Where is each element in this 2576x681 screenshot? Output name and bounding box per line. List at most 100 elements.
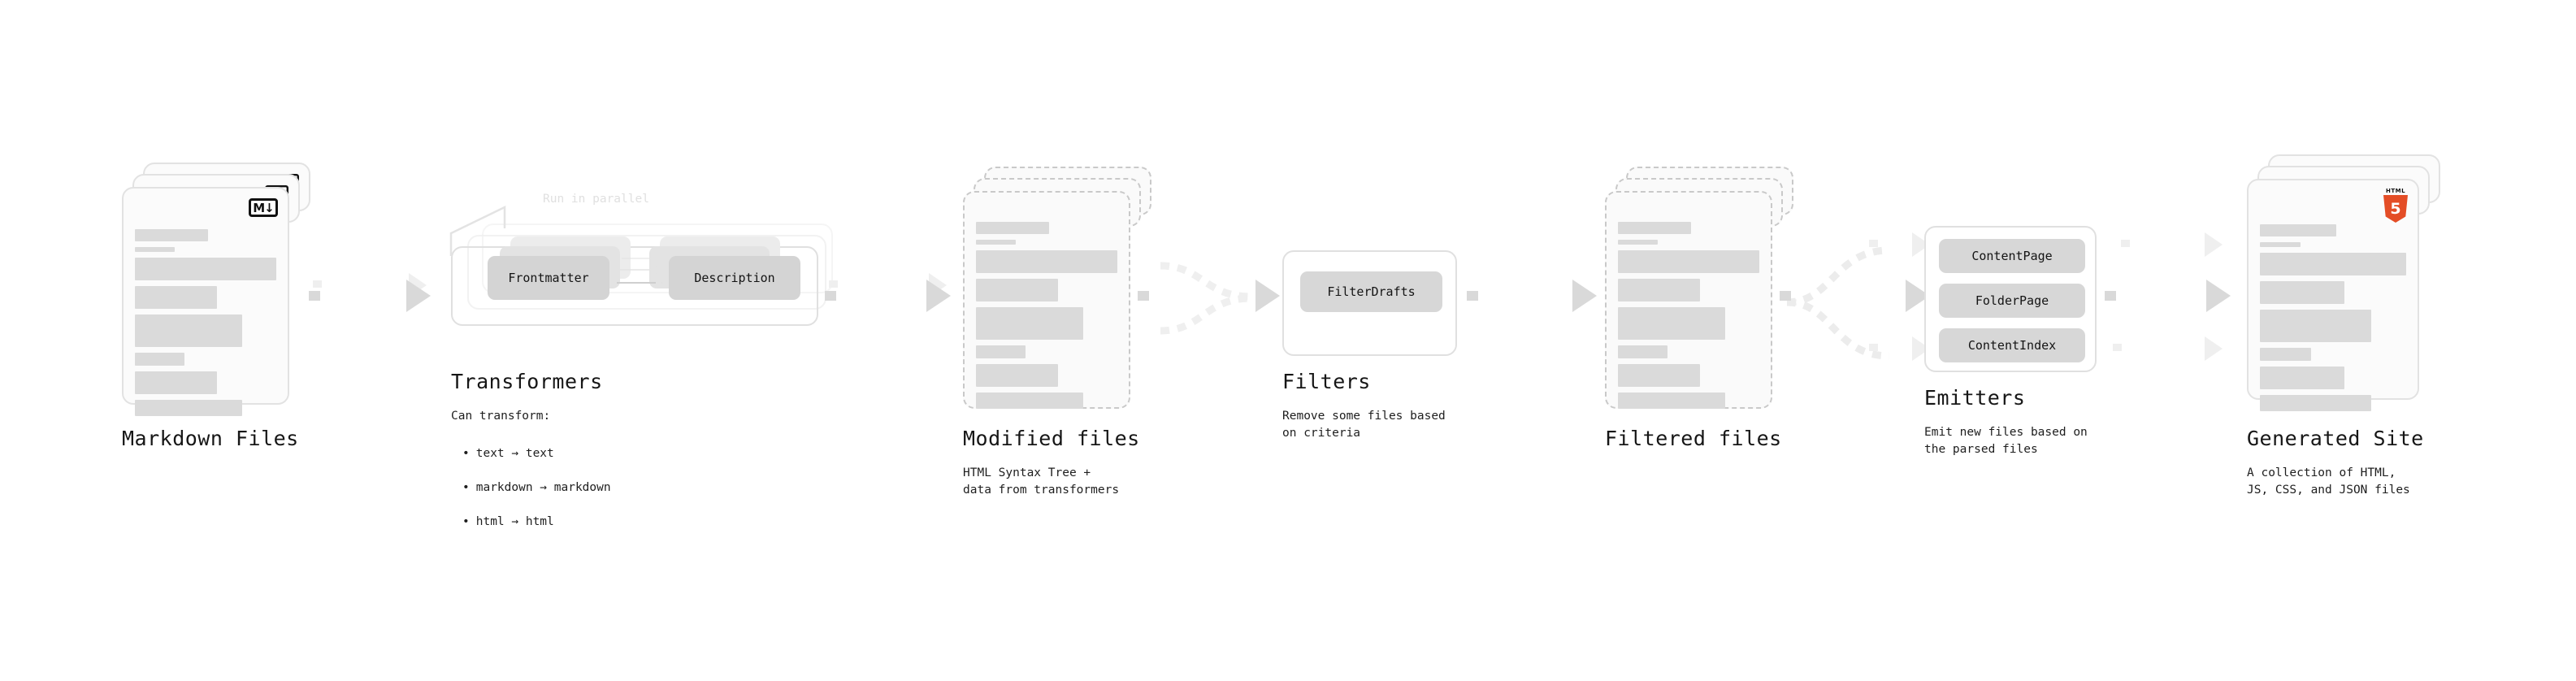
- pill-label: ContentIndex: [1967, 338, 2057, 353]
- stage-modified-files: [963, 167, 1151, 410]
- html5-icon: HTML 5: [2383, 188, 2408, 223]
- doc-bar: [1618, 345, 1667, 358]
- transformer-connector-arrow: [619, 266, 663, 274]
- doc-bar: [135, 314, 243, 347]
- flow-arrow: [2105, 280, 2231, 312]
- doc-bar: [2260, 281, 2345, 304]
- stage-title: Modified files: [963, 427, 1140, 450]
- document-placeholder-bars: [976, 222, 1117, 409]
- pill-label: FolderPage: [1975, 293, 2049, 308]
- doc-bar: [2260, 224, 2336, 236]
- doc-bar: [976, 250, 1117, 273]
- doc-bar: [976, 364, 1058, 387]
- pill-label: Frontmatter: [508, 271, 589, 285]
- stage-subtitle: Remove some files based on criteria: [1282, 410, 1446, 440]
- caption-filtered-files: Filtered files: [1605, 427, 1782, 450]
- doc-bar: [1618, 240, 1658, 245]
- filtered-card-front: [1605, 191, 1772, 409]
- transform-bullet: •text → text: [462, 447, 554, 461]
- doc-bar: [2260, 367, 2345, 389]
- transform-bullet: •markdown → markdown: [462, 481, 611, 495]
- doc-bar: [976, 279, 1058, 301]
- pill-label: FilterDrafts: [1327, 284, 1416, 299]
- stage-title: Markdown Files: [122, 427, 299, 450]
- transform-bullet: •html → html: [462, 515, 554, 529]
- document-placeholder-bars: [2260, 224, 2406, 411]
- caption-filters: Filters Remove some files based on crite…: [1282, 370, 1446, 442]
- flow-arrow-faint: [1869, 232, 1930, 257]
- doc-bar: [2260, 253, 2406, 275]
- stage-filtered-files: [1605, 167, 1793, 410]
- site-card-front-html: HTML 5: [2247, 179, 2419, 411]
- doc-bar: [135, 229, 209, 241]
- doc-bar: [135, 258, 276, 280]
- markdown-card-front: M↓: [122, 187, 289, 416]
- doc-bar: [1618, 393, 1726, 409]
- flow-arrow-faint: [2121, 232, 2223, 257]
- filters-box: FilterDrafts: [1282, 250, 1457, 356]
- modified-card-front: [963, 191, 1130, 409]
- caption-generated-site: Generated Site A collection of HTML, JS,…: [2247, 427, 2424, 499]
- transformer-pill-frontmatter[interactable]: Frontmatter: [488, 256, 609, 300]
- transformer-connector-arrow: [622, 254, 663, 262]
- flow-arrow-fanout: [1786, 246, 1890, 360]
- doc-bar: [2260, 348, 2311, 361]
- doc-bar: [1618, 250, 1759, 273]
- pill-label: ContentPage: [1971, 249, 2053, 263]
- document-placeholder-bars: [1618, 222, 1759, 409]
- transformer-pill-description[interactable]: Description: [669, 256, 800, 300]
- doc-bar: [976, 240, 1016, 245]
- doc-bar: [1618, 307, 1726, 340]
- emitters-box: ContentPage FolderPage ContentIndex: [1924, 226, 2097, 372]
- caption-modified-files: Modified files HTML Syntax Tree + data f…: [963, 427, 1140, 499]
- doc-bar: [1618, 364, 1700, 387]
- doc-bar: [135, 353, 184, 366]
- doc-bar: [135, 247, 175, 252]
- flow-arrow-faint: [2113, 336, 2223, 361]
- filter-pill-filterdrafts[interactable]: FilterDrafts: [1300, 271, 1442, 312]
- stage-subtitle: Can transform:: [451, 410, 551, 423]
- stage-title: Filtered files: [1605, 427, 1782, 450]
- caption-emitters: Emitters Emit new files based on the par…: [1924, 386, 2088, 458]
- run-in-parallel-bracket: [449, 206, 506, 256]
- doc-bar: [2260, 395, 2371, 411]
- document-placeholder-bars: [135, 229, 276, 416]
- doc-bar: [1618, 222, 1692, 234]
- doc-bar: [976, 222, 1050, 234]
- markdown-icon: M↓: [249, 198, 278, 217]
- stage-title: Transformers: [451, 370, 603, 393]
- transformer-layer-front: [451, 246, 818, 326]
- emitter-pill-contentindex[interactable]: ContentIndex: [1939, 328, 2085, 362]
- stage-subtitle: HTML Syntax Tree + data from transformer…: [963, 466, 1120, 497]
- stage-markdown-files: M↓ M↓ M↓: [122, 163, 310, 416]
- doc-bar: [135, 400, 243, 416]
- flow-arrow: [1467, 280, 1597, 312]
- transformer-layer-back: [482, 223, 833, 293]
- stage-subtitle: Emit new files based on the parsed files: [1924, 426, 2088, 457]
- stage-subtitle: A collection of HTML, JS, CSS, and JSON …: [2247, 466, 2410, 497]
- doc-bar: [976, 393, 1084, 409]
- doc-bar: [135, 371, 217, 394]
- doc-bar: [2260, 310, 2371, 342]
- flow-arrow: [825, 280, 951, 312]
- caption-markdown-files: Markdown Files: [122, 427, 299, 450]
- flow-arrow: [1780, 280, 1930, 312]
- transformer-connector-arrow: [617, 279, 663, 287]
- stage-title: Filters: [1282, 370, 1371, 393]
- transformer-layer-middle: [467, 235, 826, 310]
- doc-bar: [2260, 242, 2301, 247]
- flow-arrow: [1138, 280, 1280, 312]
- pill-label: Description: [694, 271, 775, 285]
- doc-bar: [976, 345, 1026, 358]
- emitter-pill-folderpage[interactable]: FolderPage: [1939, 284, 2085, 318]
- stage-transformers: Frontmatter Description Run in parallel: [449, 193, 833, 329]
- run-in-parallel-label: Run in parallel: [543, 193, 649, 206]
- doc-bar: [976, 307, 1084, 340]
- stage-generated-site: CSS HTML 5: [2247, 154, 2446, 414]
- markdown-file-stack: M↓ M↓ M↓: [122, 163, 310, 416]
- emitter-pill-contentpage[interactable]: ContentPage: [1939, 239, 2085, 273]
- doc-bar: [1618, 279, 1700, 301]
- flow-arrow: [309, 280, 431, 312]
- stage-title: Generated Site: [2247, 427, 2424, 450]
